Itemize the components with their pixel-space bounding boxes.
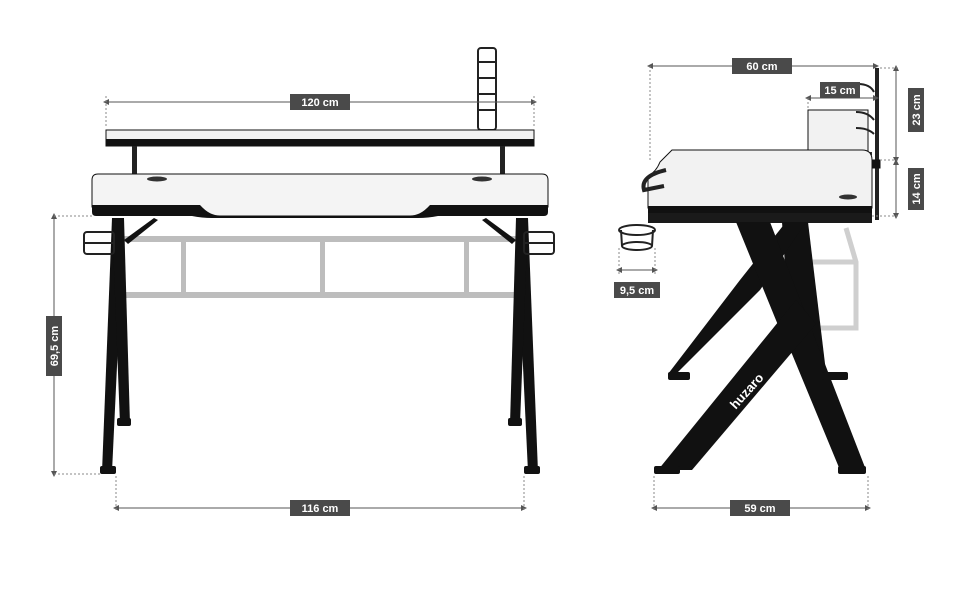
shelf-height-badge — [908, 88, 924, 132]
cup-holder-right — [523, 231, 555, 255]
front-leg-span-dimension: 116 cm — [113, 476, 527, 516]
monitor-shelf — [105, 129, 535, 174]
front-legs — [100, 218, 540, 474]
shelf-depth-badge — [820, 82, 860, 98]
shelf-depth-dimension: 15 cm — [805, 82, 879, 110]
front-height-badge — [46, 316, 62, 376]
cup-holder-badge — [614, 282, 660, 298]
front-width-label: 120 cm — [301, 97, 339, 109]
cup-holder-left — [83, 231, 115, 255]
side-leg-depth-dimension: 59 cm — [651, 476, 871, 516]
front-height-label: 69,5 cm — [49, 326, 61, 367]
front-width-dimension: 120 cm — [103, 94, 537, 128]
shelf-gap-label: 14 cm — [911, 173, 923, 204]
front-leg-span-label: 116 cm — [302, 503, 339, 515]
support-rails — [124, 236, 516, 298]
shelf-gap-badge — [908, 168, 924, 210]
front-leg-span-badge — [290, 500, 350, 516]
desk-top — [91, 173, 549, 218]
shelf-height-label: 23 cm — [911, 94, 923, 125]
shelf-height-dimension: 23 cm — [880, 65, 924, 163]
front-width-badge — [290, 94, 350, 110]
side-cup-holder — [618, 224, 656, 251]
side-view-desk: huzaro — [618, 68, 881, 474]
cup-holder-dimension: 9,5 cm — [614, 248, 660, 298]
shelf-gap-dimension: 14 cm — [872, 159, 924, 219]
side-legs — [654, 222, 866, 474]
side-leg-depth-label: 59 cm — [744, 503, 775, 515]
front-view-desk — [83, 47, 555, 474]
shelf-depth-label: 15 cm — [824, 85, 855, 97]
side-depth-dimension: 60 cm — [647, 58, 879, 160]
side-depth-badge — [732, 58, 792, 74]
headphone-stand — [477, 47, 497, 131]
cup-holder-label: 9,5 cm — [620, 285, 654, 297]
front-height-dimension: 69,5 cm — [46, 213, 100, 477]
side-desk-top — [641, 149, 873, 223]
side-depth-label: 60 cm — [746, 61, 777, 73]
side-leg-depth-badge — [730, 500, 790, 516]
